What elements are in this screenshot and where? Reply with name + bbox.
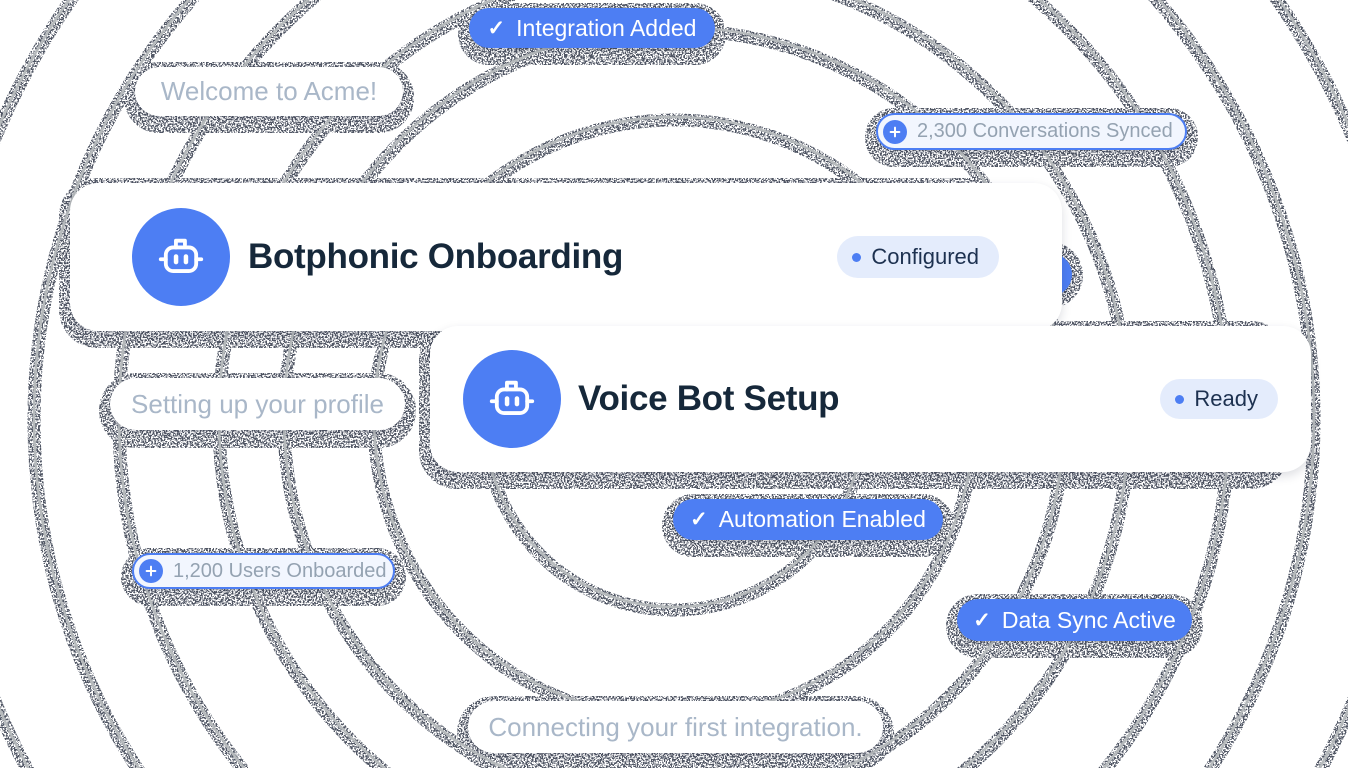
status-dot-icon (1175, 394, 1185, 404)
automation-enabled-pill[interactable]: ✓ Automation Enabled (673, 499, 943, 540)
automation-enabled-label: Automation Enabled (718, 506, 926, 532)
robot-icon (132, 208, 230, 306)
configured-status-badge: Configured (837, 236, 999, 278)
onboarding-card[interactable]: Botphonic Onboarding Configured (70, 183, 1062, 331)
profile-setup-pill: Setting up your profile (110, 378, 405, 430)
check-icon: ✓ (690, 508, 708, 531)
integration-added-pill[interactable]: ✓ Integration Added (469, 8, 715, 48)
users-onboarded-label: 1,200 Users Onboarded (173, 559, 387, 582)
data-sync-active-pill[interactable]: ✓ Data Sync Active (957, 599, 1192, 641)
profile-setup-label: Setting up your profile (131, 388, 384, 419)
conversations-synced-label: 2,300 Conversations Synced (917, 120, 1173, 142)
check-icon: ✓ (487, 16, 506, 40)
connecting-integration-pill: Connecting your first integration. (468, 701, 883, 753)
conversations-synced-pill[interactable]: 2,300 Conversations Synced (876, 113, 1187, 150)
voicebot-card[interactable]: Voice Bot Setup Ready (430, 326, 1311, 472)
plus-icon (883, 119, 907, 144)
onboarding-card-title: Botphonic Onboarding (248, 237, 624, 276)
welcome-message-label: Welcome to Acme! (160, 76, 378, 106)
status-dot-icon (852, 252, 862, 262)
robot-icon (463, 350, 561, 448)
configured-status-label: Configured (871, 244, 979, 269)
check-icon: ✓ (973, 608, 991, 632)
connecting-integration-label: Connecting your first integration. (488, 711, 863, 742)
ready-status-badge: Ready (1160, 379, 1278, 419)
integration-added-label: Integration Added (516, 14, 697, 41)
users-onboarded-pill[interactable]: 1,200 Users Onboarded (132, 553, 395, 589)
data-sync-active-label: Data Sync Active (1001, 606, 1176, 633)
welcome-message-pill: Welcome to Acme! (135, 67, 403, 116)
voicebot-card-title: Voice Bot Setup (578, 379, 840, 418)
ready-status-label: Ready (1194, 386, 1258, 411)
plus-icon (139, 559, 163, 583)
